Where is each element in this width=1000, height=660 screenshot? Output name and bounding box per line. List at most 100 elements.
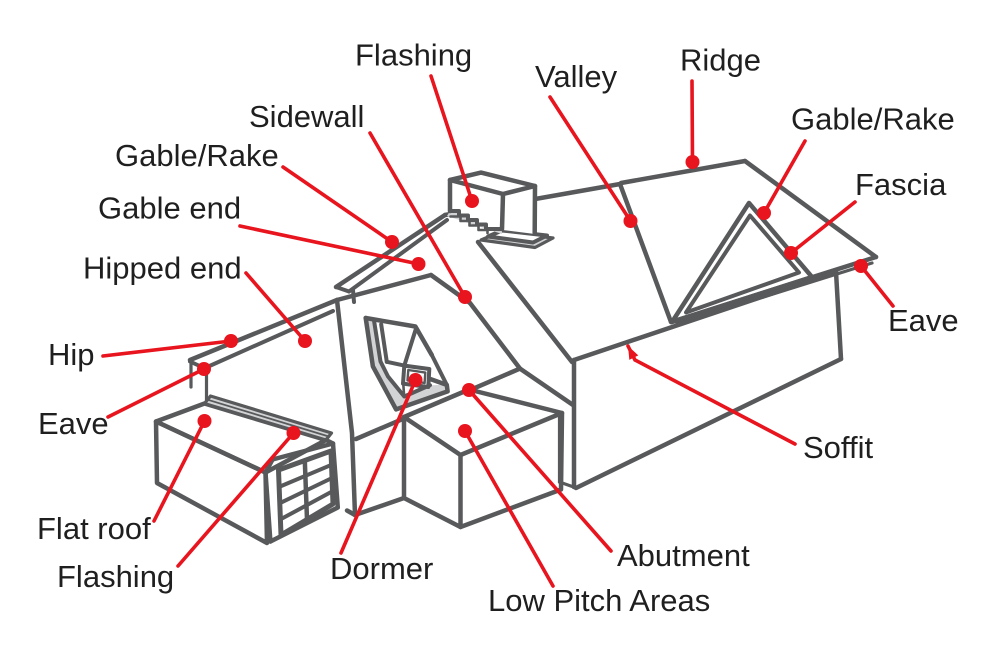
leader-line-abutment: [467, 388, 613, 553]
leader-dot-hipped-end: [298, 334, 312, 348]
label-text-low-pitch-areas: Low Pitch Areas: [488, 583, 710, 618]
leader-dot-flat-roof: [197, 414, 212, 428]
chimney-step-flashing-line: [448, 209, 504, 231]
label-soffit: Soffit: [626, 344, 873, 465]
label-gable-rake-right: Gable/Rake: [757, 102, 955, 220]
leader-line-ridge: [690, 79, 695, 164]
leader-line-low-pitch-areas: [463, 429, 555, 588]
garage-door-chamfer-edge: [263, 457, 275, 475]
leader-dot-hip: [224, 334, 238, 348]
dormer-face-left-edge: [379, 322, 389, 364]
leader-dot-fascia: [784, 246, 798, 260]
hipped-eave-line: [203, 309, 335, 370]
leader-line-valley: [548, 95, 633, 223]
leader-dot-valley: [623, 214, 638, 228]
label-flat-roof: Flat roof: [37, 414, 212, 546]
label-flashing-top: Flashing: [355, 38, 479, 208]
valley-line: [617, 181, 674, 325]
label-hipped-end: Hipped end: [83, 251, 312, 348]
leader-line-eave-left: [106, 367, 206, 419]
label-fascia: Fascia: [784, 167, 947, 260]
garage-door-rail-2: [277, 476, 334, 506]
dormer-roof-edge: [363, 315, 435, 358]
left-wall-corner-edge: [334, 297, 358, 518]
leader-dot-eave-right: [854, 259, 868, 273]
label-eave-right: Eave: [854, 259, 959, 338]
label-text-gable-rake-left: Gable/Rake: [115, 138, 279, 173]
dormer-window-sill-stub: [402, 382, 406, 398]
chimney-base-flashing-inner: [486, 228, 549, 245]
dormer-face-peak-edge: [402, 326, 418, 368]
leader-arrow-soffit: [628, 346, 639, 360]
label-text-fascia: Fascia: [855, 167, 947, 202]
rake-edge-right: [742, 158, 879, 260]
garage-flashing-midline: [206, 398, 330, 438]
leader-line-dormer: [339, 378, 418, 555]
addition-right-face: [458, 410, 565, 530]
label-text-valley: Valley: [535, 59, 618, 94]
garage-door-face: [268, 441, 341, 544]
leader-line-sidewall: [368, 131, 467, 299]
dormer-face-shoulder-edge: [384, 359, 407, 368]
label-text-hip: Hip: [48, 337, 95, 372]
garage-ground-line: [344, 508, 358, 518]
label-eave-left: Eave: [38, 362, 211, 441]
label-text-eave-right: Eave: [888, 303, 959, 338]
label-dormer: Dormer: [330, 373, 433, 586]
label-text-abutment: Abutment: [617, 538, 750, 573]
leader-dot-flashing-garage: [286, 426, 301, 440]
label-text-gable-end: Gable end: [98, 191, 241, 226]
house-line-art: [153, 158, 879, 546]
leader-line-flashing-garage: [176, 431, 296, 568]
left-rake-end-cap: [334, 285, 351, 294]
leader-dot-gable-end: [411, 257, 426, 271]
gable-outline-inner: [684, 213, 801, 315]
chimney-front-right-edge: [499, 191, 506, 232]
left-wall-base-line: [352, 495, 407, 518]
label-gable-end: Gable end: [98, 191, 426, 271]
left-rake-outer: [333, 212, 448, 290]
leader-line-gable-end: [238, 224, 421, 266]
label-text-flashing-garage: Flashing: [57, 559, 174, 594]
garage-front-corner-edge: [263, 470, 273, 544]
leader-dot-gable-rake-left: [385, 235, 399, 249]
dormer-flashing-outer-line: [363, 315, 450, 412]
leader-line-gable-rake-left: [281, 165, 394, 244]
garage-front-face: [153, 419, 270, 546]
wall-bottom-edge: [573, 356, 844, 491]
label-text-dormer: Dormer: [330, 551, 433, 586]
addition-left-face: [401, 414, 463, 530]
leader-line-flashing-top: [429, 74, 474, 203]
label-hip: Hip: [48, 334, 238, 372]
soffit-line: [571, 269, 839, 363]
label-valley: Valley: [535, 59, 638, 228]
label-text-ridge: Ridge: [680, 43, 761, 78]
garage: [153, 394, 341, 546]
label-sidewall: Sidewall: [249, 99, 472, 304]
leader-line-gable-rake-right: [762, 139, 807, 215]
chimney-step-flashing-line-2: [449, 215, 489, 235]
hip-edge-line: [187, 297, 340, 363]
leader-line-flat-roof: [152, 419, 207, 523]
dormer: [363, 315, 450, 412]
label-text-soffit: Soffit: [803, 430, 873, 465]
leader-dot-dormer: [408, 373, 423, 387]
leader-line-fascia: [789, 200, 857, 255]
leader-dot-flashing-top: [465, 194, 479, 208]
label-flashing-garage: Flashing: [57, 426, 301, 594]
leader-dot-eave-left: [197, 362, 211, 376]
label-ridge: Ridge: [680, 43, 761, 169]
leader-dot-low-pitch-areas: [458, 424, 472, 438]
leader-dot-gable-rake-right: [757, 206, 771, 220]
dormer-window-inner: [406, 368, 427, 385]
low-pitch-addition: [401, 387, 565, 530]
leader-line-eave-right: [859, 264, 895, 308]
gable-outline-outer: [669, 200, 815, 325]
wall-right-edge: [833, 269, 844, 362]
garage-door: [276, 448, 336, 538]
sidewall-junction-line: [428, 272, 523, 371]
label-abutment: Abutment: [462, 383, 750, 573]
label-text-eave-left: Eave: [38, 406, 109, 441]
